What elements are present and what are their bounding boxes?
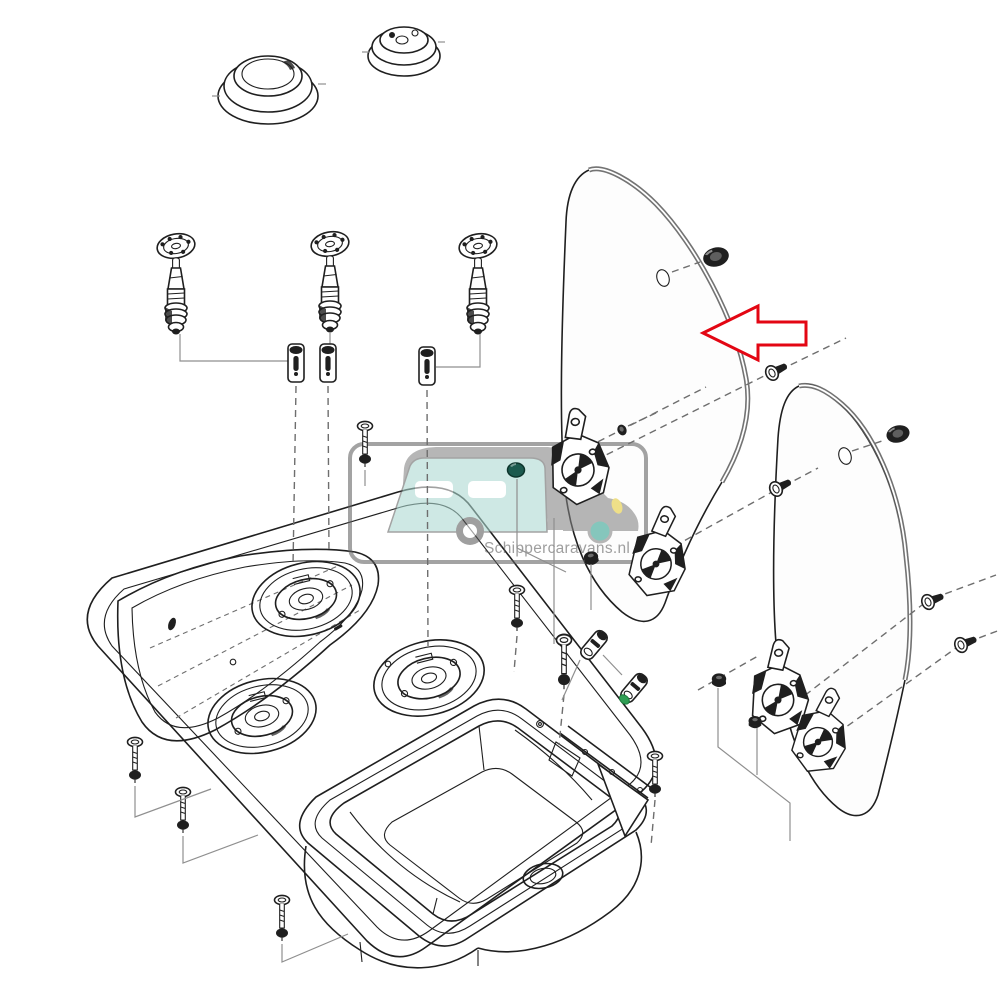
shoulder-bolt-1	[762, 358, 791, 384]
caravan-window	[468, 481, 506, 498]
mounting-bracket	[548, 725, 655, 838]
caravan-window	[415, 481, 453, 498]
burner-cap-large	[212, 55, 326, 125]
burner-head-3	[456, 230, 500, 262]
sink-bowl	[298, 698, 648, 969]
shoulder-bolt-3	[918, 588, 947, 613]
injector-nozzle-2	[319, 343, 337, 383]
mounting-screw-3	[273, 894, 291, 942]
mounting-screw-2	[174, 786, 192, 834]
guide-lines	[553, 518, 791, 841]
car-headlight	[611, 498, 623, 514]
hinge-nut-3	[748, 715, 762, 729]
hob-bolt-hole	[384, 660, 392, 668]
leader-line	[561, 659, 581, 701]
gas-valve-1	[164, 256, 188, 336]
drain-hole	[522, 862, 564, 890]
hob-sink-body	[86, 486, 657, 969]
injector-nozzle-3	[418, 346, 436, 386]
glass-lid-outer	[772, 382, 913, 817]
igniter-electrode-2	[617, 670, 651, 706]
gas-valve-2	[318, 255, 342, 334]
lid-hinge-hole	[656, 269, 670, 287]
burner-head-2	[308, 228, 352, 260]
burner-cap-small	[362, 26, 445, 77]
mounting-screw-1	[126, 736, 144, 784]
screw-leader-lines	[134, 470, 656, 963]
hob-bolt-hole	[229, 658, 237, 666]
gas-valve-3	[466, 256, 490, 336]
locknut-teal	[506, 462, 567, 573]
axis-dashed-line	[426, 389, 429, 647]
shoulder-bolt-4	[951, 631, 980, 656]
small-screw	[617, 424, 627, 436]
leader-line	[436, 334, 481, 368]
axis-dashed-line	[292, 385, 297, 567]
axis-dashed-line	[327, 385, 330, 555]
lid-grommet-1	[700, 244, 732, 270]
injector-nozzle-1	[287, 343, 305, 383]
hinge-axes	[565, 261, 1000, 741]
watermark-border	[348, 442, 648, 564]
leader-line	[179, 334, 288, 362]
hinge-nut-2	[711, 673, 727, 687]
faucet-hole	[536, 720, 544, 728]
burner-head-1	[154, 230, 198, 262]
leader-line	[602, 654, 623, 676]
lid-grommet-2	[884, 422, 912, 446]
lid-hinge-hole	[838, 447, 852, 465]
watermark-text: Schippercaravans.nl	[484, 540, 630, 557]
car-wheel	[587, 518, 613, 544]
red-arrow-callout	[699, 303, 808, 363]
